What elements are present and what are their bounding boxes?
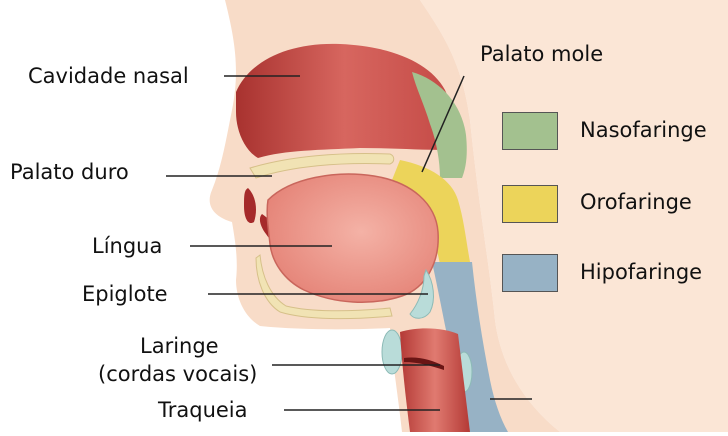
legend-label-orofaringe: Orofaringe — [580, 190, 692, 214]
legend-label-hipofaringe: Hipofaringe — [580, 260, 702, 284]
legend-swatch-hipofaringe — [502, 254, 558, 292]
label-palato-duro: Palato duro — [10, 160, 129, 184]
label-lingua: Língua — [92, 234, 162, 258]
label-cavidade-nasal: Cavidade nasal — [28, 64, 189, 88]
legend-swatch-orofaringe — [502, 185, 558, 223]
label-laringe: Laringe — [140, 334, 219, 358]
label-cordas-vocais: (cordas vocais) — [98, 362, 257, 386]
label-palato-mole: Palato mole — [480, 42, 603, 66]
label-epiglote: Epiglote — [82, 282, 168, 306]
thyroid-cartilage — [382, 330, 402, 374]
legend-swatch-nasofaringe — [502, 112, 558, 150]
legend-label-nasofaringe: Nasofaringe — [580, 118, 707, 142]
label-traqueia: Traqueia — [158, 398, 248, 422]
tongue — [267, 174, 438, 302]
